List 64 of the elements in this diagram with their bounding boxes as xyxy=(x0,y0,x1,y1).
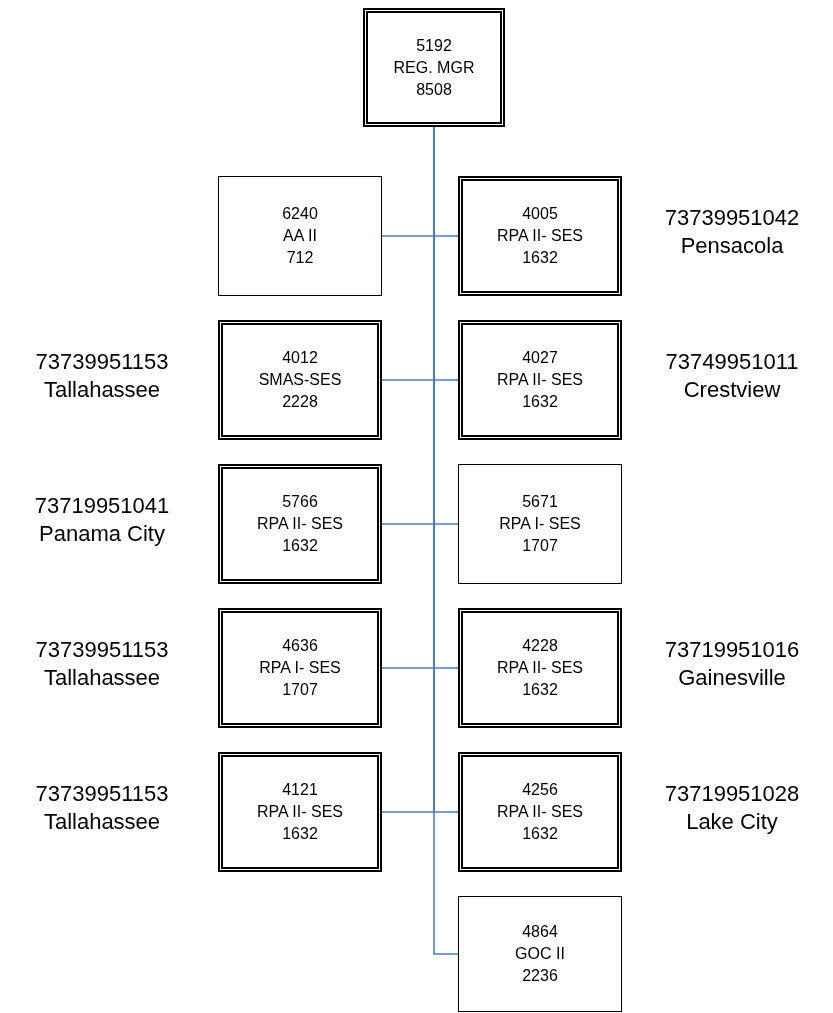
location-label: Tallahassee xyxy=(43,664,161,692)
box-text: 1632 xyxy=(522,248,558,268)
position-box xyxy=(218,608,382,728)
box-text: RPA II- SES xyxy=(497,370,583,390)
box-text: 1707 xyxy=(522,536,558,556)
position-box xyxy=(458,176,622,296)
box-text: 1632 xyxy=(522,824,558,844)
position-box xyxy=(218,464,382,584)
box-text: 1632 xyxy=(282,536,318,556)
location-label: 73719951041 xyxy=(34,492,170,520)
box-text: 4012 xyxy=(282,348,318,368)
location-label: Gainesville xyxy=(678,664,786,692)
position-box xyxy=(458,896,622,1012)
box-text: 1632 xyxy=(522,680,558,700)
location-label: 73739951153 xyxy=(35,780,169,808)
position-box xyxy=(218,320,382,440)
box-text: AA II xyxy=(283,226,317,246)
box-text: GOC II xyxy=(515,944,565,964)
location-label: Pensacola xyxy=(680,232,784,260)
box-text: 4027 xyxy=(522,348,558,368)
location-label: 73749951011 xyxy=(665,348,799,376)
location-label: 73739951153 xyxy=(35,348,169,376)
box-text: RPA II- SES xyxy=(497,802,583,822)
box-text: RPA II- SES xyxy=(257,514,343,534)
position-box xyxy=(458,320,622,440)
box-text: 4228 xyxy=(522,636,558,656)
box-text: 4256 xyxy=(522,780,558,800)
box-text: 2236 xyxy=(522,966,558,986)
box-text: 4636 xyxy=(282,636,318,656)
box-text: 6240 xyxy=(282,204,318,224)
position-box xyxy=(218,176,382,296)
location-label: 73739951153 xyxy=(35,636,169,664)
box-text: 712 xyxy=(286,248,314,268)
box-text: RPA II- SES xyxy=(257,802,343,822)
location-label: Lake City xyxy=(686,808,778,836)
location-label: 73719951016 xyxy=(664,636,800,664)
position-box xyxy=(363,8,505,127)
position-box xyxy=(458,608,622,728)
location-label: Panama City xyxy=(39,520,165,548)
box-text: RPA II- SES xyxy=(497,658,583,678)
box-text: 5766 xyxy=(282,492,318,512)
position-box xyxy=(458,464,622,584)
location-label: Crestview xyxy=(683,376,781,404)
location-label: 73719951028 xyxy=(664,780,800,808)
box-text: 5671 xyxy=(522,492,558,512)
box-text: 4005 xyxy=(522,204,558,224)
box-text: 4121 xyxy=(282,780,318,800)
box-text: 1632 xyxy=(282,824,318,844)
box-text: 2228 xyxy=(282,392,318,412)
box-text: 5192 xyxy=(416,35,452,56)
position-box xyxy=(458,752,622,872)
location-label: Tallahassee xyxy=(43,376,161,404)
location-label: Tallahassee xyxy=(43,808,161,836)
box-text: 8508 xyxy=(416,79,452,100)
position-box xyxy=(218,752,382,872)
box-text: SMAS-SES xyxy=(258,370,342,390)
box-text: 1632 xyxy=(522,392,558,412)
box-text: RPA I- SES xyxy=(499,514,581,534)
box-text: REG. MGR xyxy=(393,57,475,78)
box-text: RPA I- SES xyxy=(259,658,341,678)
box-text: RPA II- SES xyxy=(497,226,583,246)
box-text: 1707 xyxy=(282,680,318,700)
location-label: 73739951042 xyxy=(664,204,800,232)
box-text: 4864 xyxy=(522,922,558,942)
